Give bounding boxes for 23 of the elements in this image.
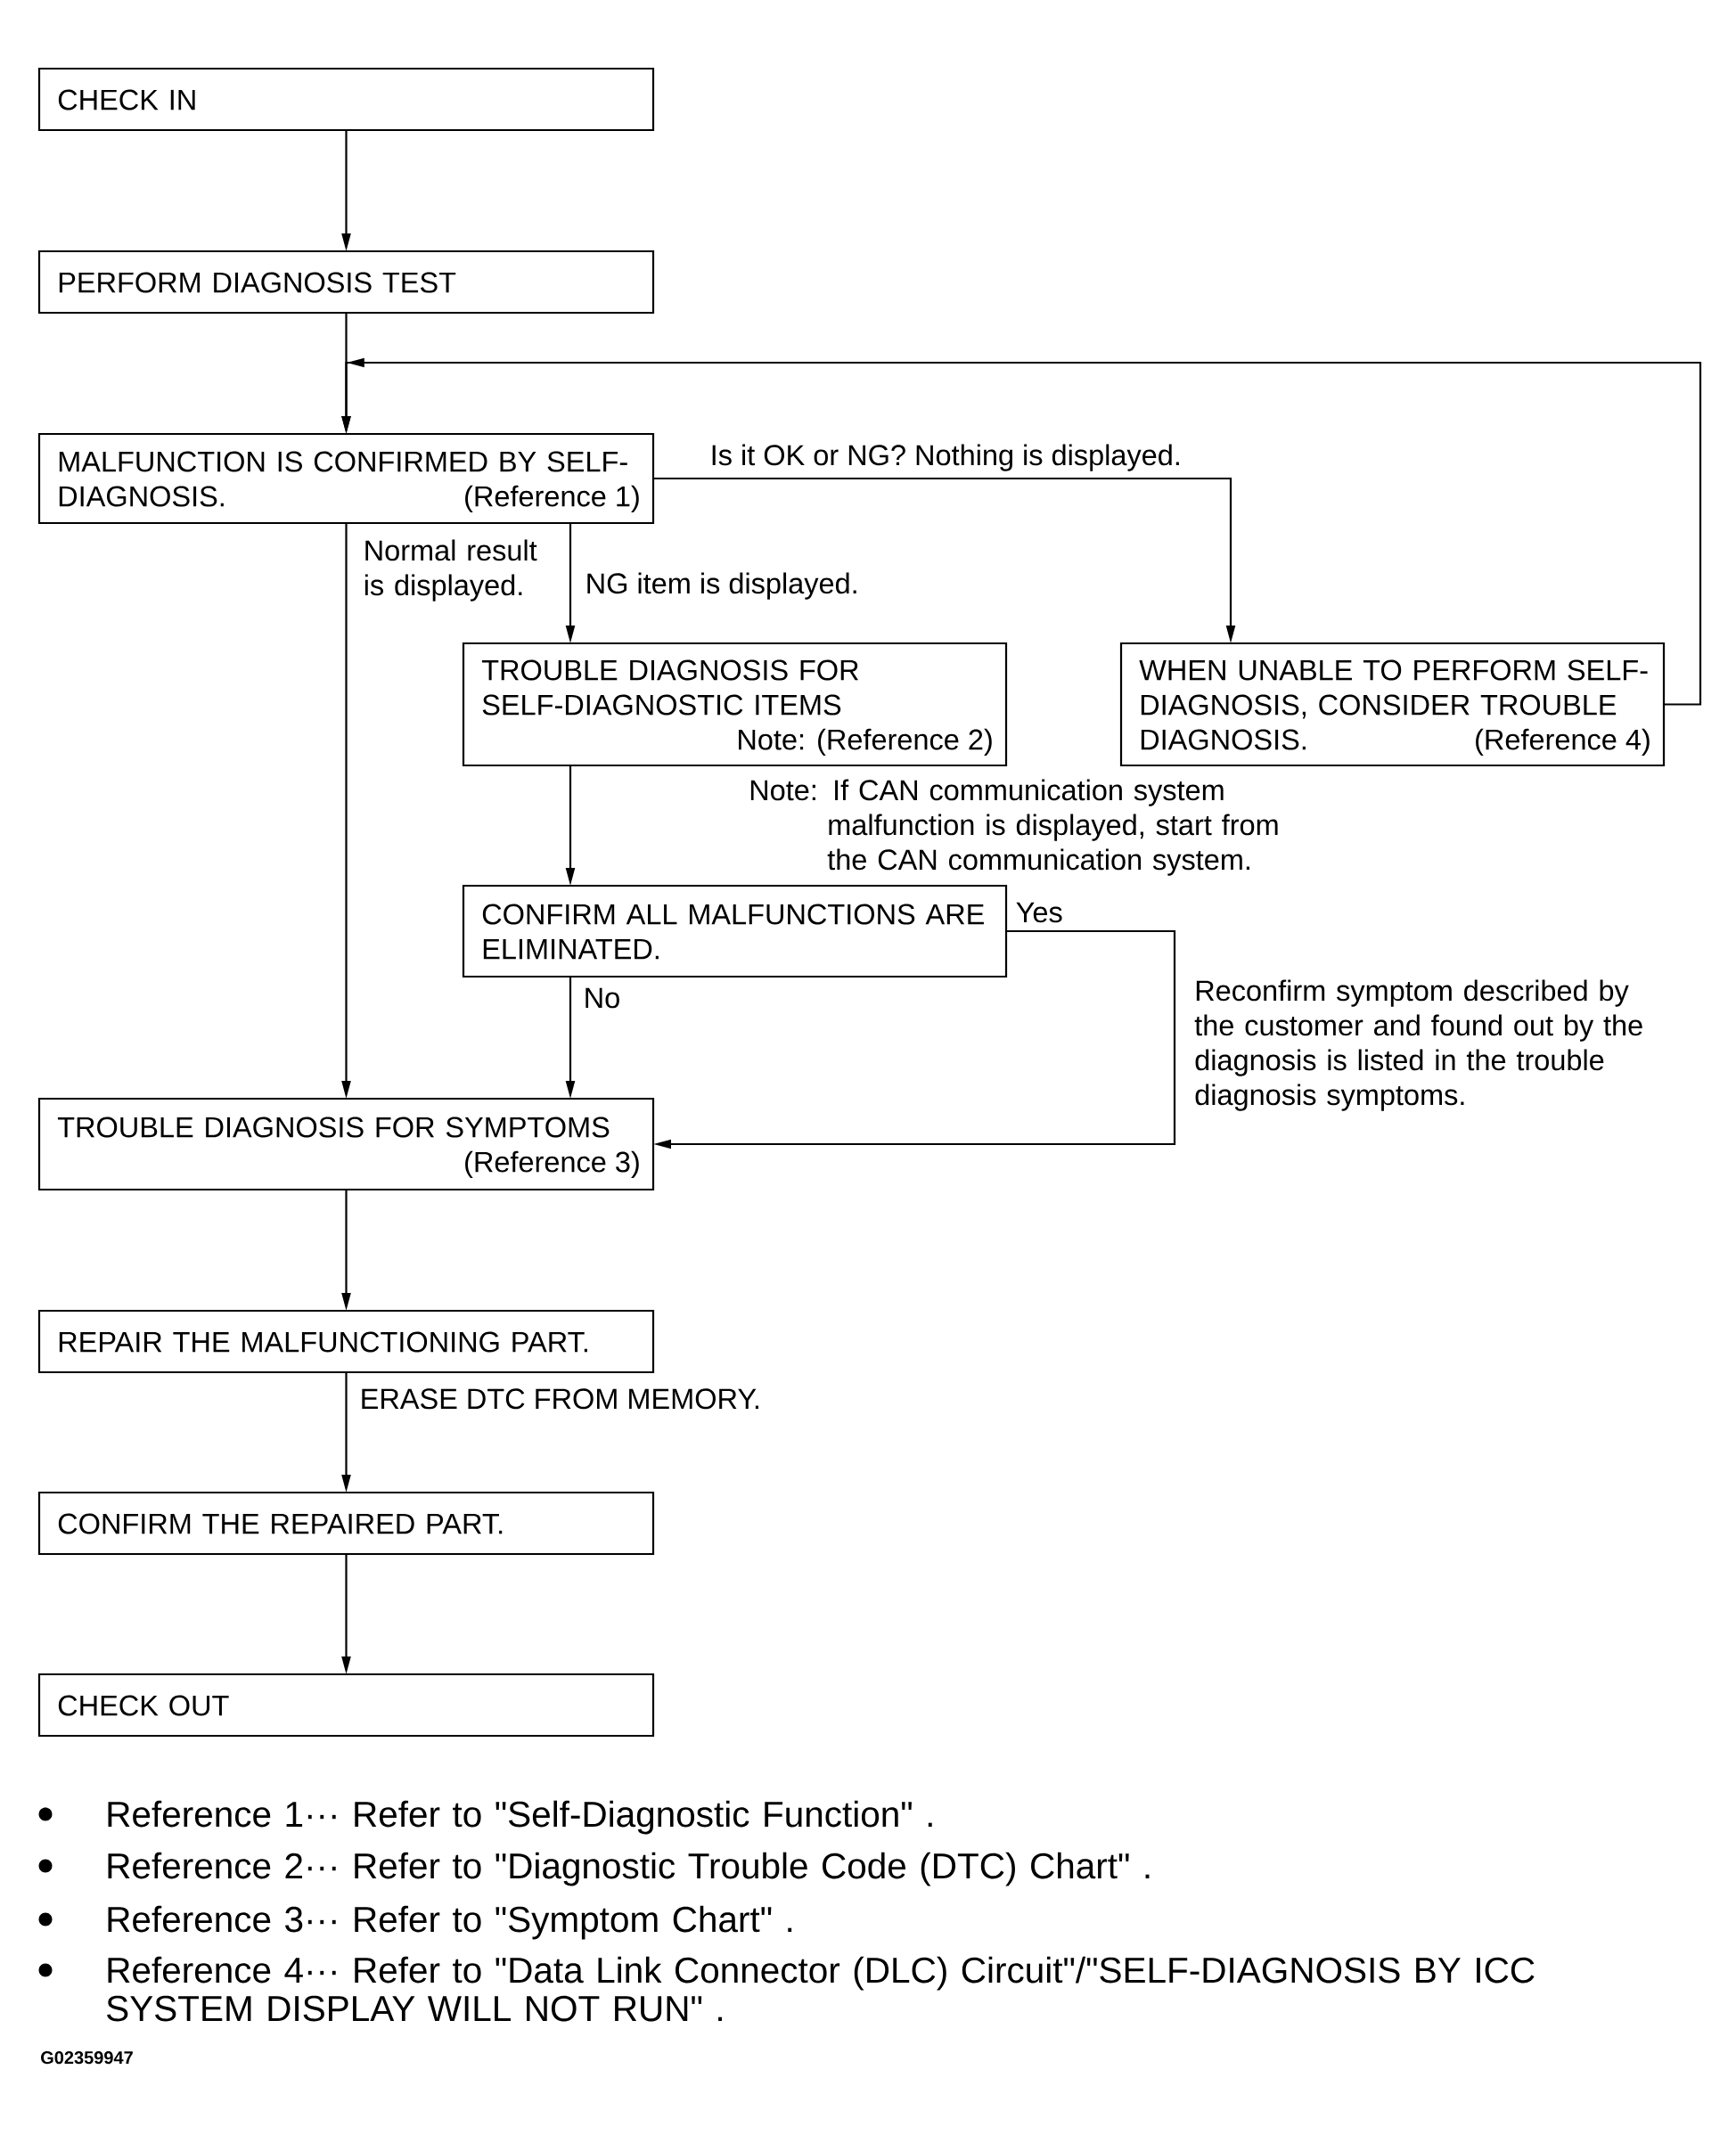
figure-id: G02359947: [41, 2051, 133, 2065]
note-text: Note: If CAN communication system malfunction is displayed, start from the CAN communication system.: [750, 779, 1278, 876]
process-box: CHECK IN: [37, 67, 655, 132]
edge-label: Is it OK or NG? Nothing is displayed.: [708, 442, 1183, 473]
process-box: MALFUNCTION IS CONFIRMED BY SELF-DIAGNOSIS. (Reference 1): [37, 432, 655, 525]
edge-label: No: [582, 986, 622, 1010]
edge-label: NG item is displayed.: [584, 570, 861, 601]
note-text: Reconfirm symptom described by the customer and found out by the diagnosis is listed in the trouble diagnosis symptoms.: [1194, 979, 1642, 1111]
reference-note: Reference 1··· Refer to "Self-Diagnostic Function" .: [108, 1800, 932, 1835]
reference-note: Reference 4··· Refer to "Data Link Connector (DLC) Circuit"/"SELF-DIAGNOSIS BY ICC SYSTEM DISPLAY WILL NOT RUN" .: [107, 1956, 1535, 2022]
reference-note: Reference 2··· Refer to "Diagnostic Trouble Code (DTC) Chart" .: [108, 1852, 1150, 1886]
process-box: CONFIRM ALL MALFUNCTIONS ARE ELIMINATED.: [462, 884, 1008, 978]
process-box: TROUBLE DIAGNOSIS FOR SYMPTOMS (Reference 3): [37, 1097, 655, 1191]
process-box: TROUBLE DIAGNOSIS FOR SELF-DIAGNOSTIC ITEMS Note: (Reference 2): [462, 642, 1008, 767]
process-box: CHECK OUT: [37, 1673, 655, 1738]
edge-label: Normal result is displayed.: [362, 537, 557, 603]
edge-label: ERASE DTC FROM MEMORY.: [358, 1387, 763, 1411]
process-box: REPAIR THE MALFUNCTIONING PART.: [37, 1309, 655, 1374]
process-box: WHEN UNABLE TO PERFORM SELF-DIAGNOSIS, CONSIDER TROUBLE DIAGNOSIS. (Reference 4): [1119, 642, 1666, 767]
reference-note: Reference 3··· Refer to "Symptom Chart" .: [108, 1905, 792, 1940]
process-box: PERFORM DIAGNOSIS TEST: [37, 249, 655, 315]
edge-label: Yes: [1014, 901, 1065, 924]
process-box: CONFIRM THE REPAIRED PART.: [37, 1491, 655, 1556]
